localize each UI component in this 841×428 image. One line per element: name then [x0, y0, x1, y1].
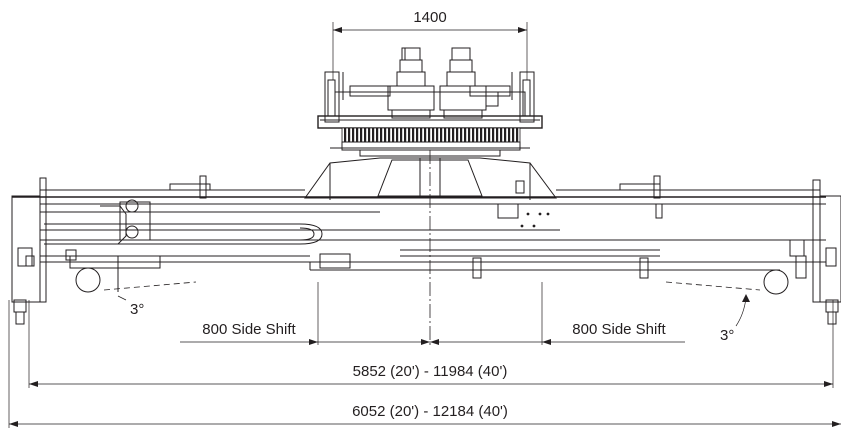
right-end-beam	[763, 179, 841, 325]
side-shift-left-label: 800 Side Shift	[202, 321, 296, 338]
side-shift-right-label: 800 Side Shift	[572, 321, 666, 338]
tilt-right-label: 3°	[720, 327, 734, 344]
main-beam	[12, 175, 826, 292]
inner-span-label: 5852 (20') - 11984 (40')	[353, 363, 508, 380]
tilt-left-label: 3°	[130, 301, 144, 318]
left-end-beam	[11, 177, 101, 325]
outer-span-label: 6052 (20') - 12184 (40')	[352, 403, 508, 420]
right-motor	[439, 47, 499, 119]
central-body	[304, 157, 557, 228]
left-motor	[387, 47, 435, 119]
rotator-assembly	[317, 22, 543, 157]
rotator-width-label: 1400	[413, 9, 446, 26]
